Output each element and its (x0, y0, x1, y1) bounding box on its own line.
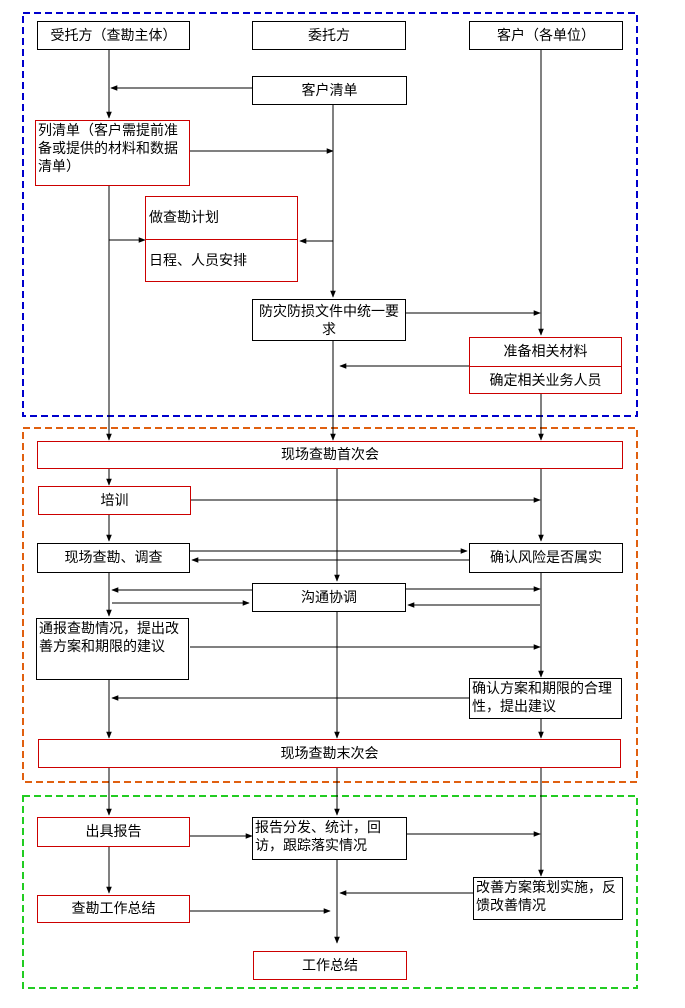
training-box: 培训 (38, 486, 191, 515)
customer-party-header: 客户（各单位） (469, 21, 623, 50)
survey-summary-box: 查勘工作总结 (37, 895, 190, 923)
report-situation-box: 通报查勘情况，提出改善方案和期限的建议 (36, 618, 189, 680)
phase3-frame (22, 795, 638, 989)
phase1-frame (22, 12, 638, 417)
survey-plan-box: 做查勘计划 日程、人员安排 (145, 196, 298, 282)
entrusted-party-header: 受托方（查勘主体） (37, 21, 190, 50)
final-meeting-box: 现场查勘末次会 (38, 739, 621, 768)
communicate-box: 沟通协调 (252, 583, 406, 612)
survey-plan-divider (146, 239, 297, 240)
work-summary-box: 工作总结 (253, 951, 407, 980)
connectors (106, 50, 544, 944)
implement-improvement-box: 改善方案策划实施，反馈改善情况 (473, 877, 623, 920)
client-party-header: 委托方 (252, 21, 406, 50)
onsite-survey-box: 现场查勘、调查 (37, 543, 190, 573)
prepare-materials-label: 准备相关材料 (503, 344, 588, 360)
survey-plan-title: 做查勘计划 (149, 210, 219, 226)
confirm-plan-box: 确认方案和期限的合理性，提出建议 (469, 678, 622, 719)
distribute-report-box: 报告分发、统计，回访，跟踪落实情况 (252, 817, 407, 860)
list-materials-box: 列清单（客户需提前准备或提供的材料和数据清单） (35, 120, 190, 186)
survey-plan-detail: 日程、人员安排 (149, 253, 247, 269)
prepare-materials-divider (470, 366, 621, 367)
confirm-risk-box: 确认风险是否属实 (469, 543, 623, 573)
prepare-materials-box: 准备相关材料 确定相关业务人员 (469, 337, 622, 394)
assign-staff-label: 确定相关业务人员 (489, 372, 602, 389)
customer-list-box: 客户清单 (252, 76, 407, 105)
unified-requirements-box: 防灾防损文件中统一要求 (252, 299, 406, 341)
issue-report-box: 出具报告 (37, 817, 190, 847)
first-meeting-box: 现场查勘首次会 (37, 441, 623, 469)
